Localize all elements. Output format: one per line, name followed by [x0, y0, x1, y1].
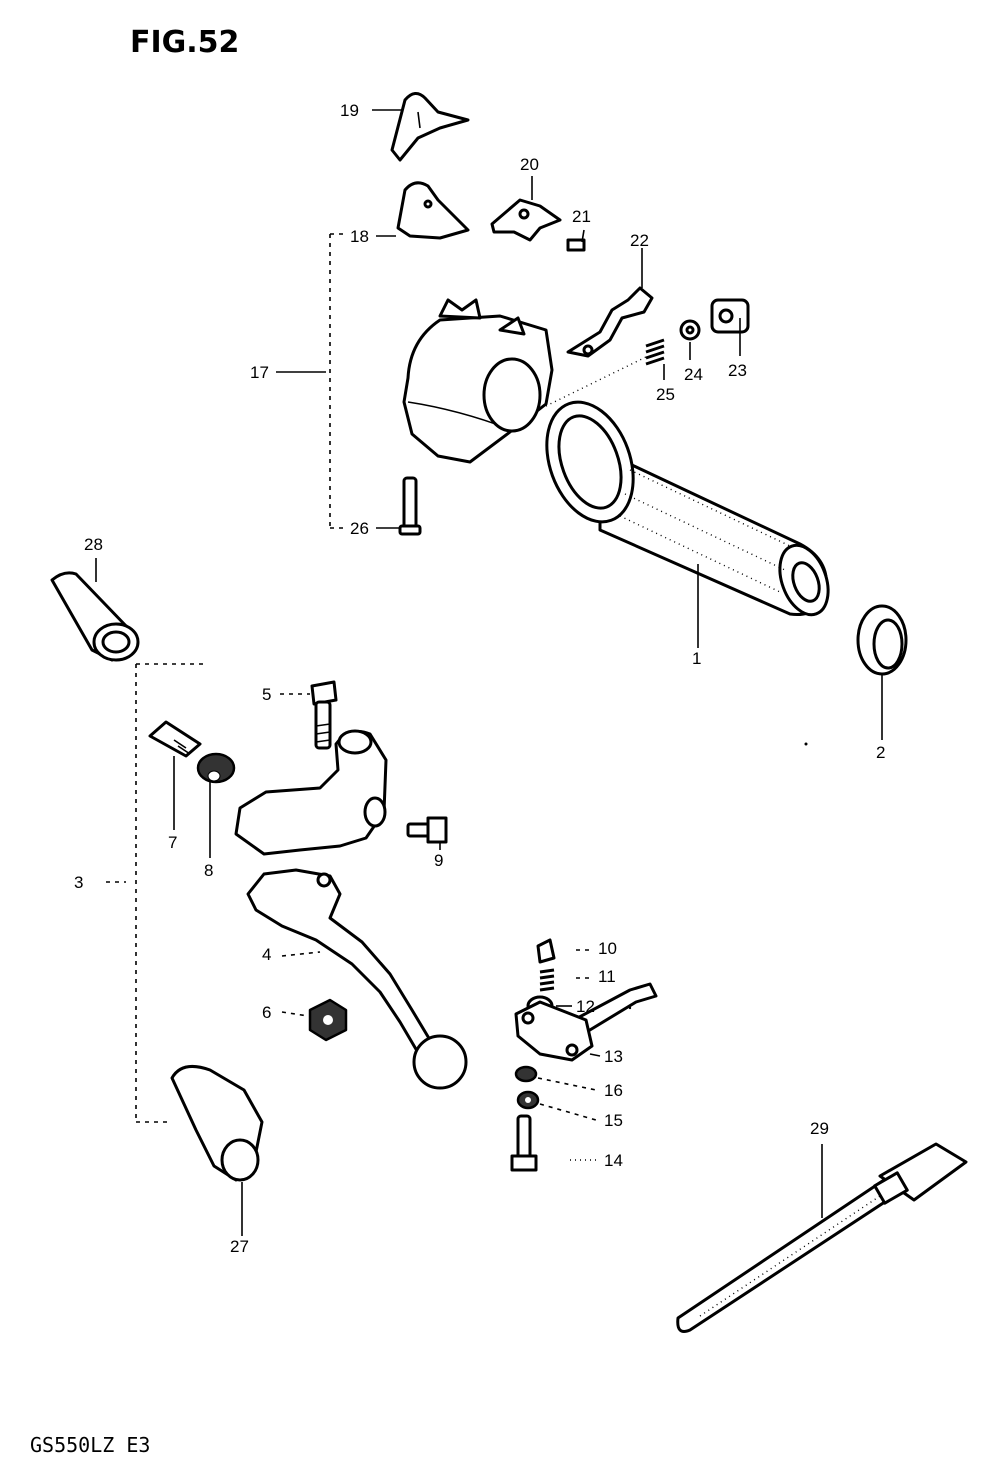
- figure-title: FIG.52: [130, 25, 239, 60]
- label-18: 18: [350, 227, 369, 246]
- speck: [804, 742, 808, 746]
- label-6: 6: [262, 1003, 271, 1022]
- label-23: 23: [728, 361, 747, 380]
- label-13: 13: [604, 1047, 623, 1066]
- part-20-knob: [490, 198, 562, 242]
- part-17-switch-housing: [402, 298, 554, 464]
- part-18-cover: [396, 181, 470, 240]
- part-10-grommet: [536, 938, 556, 964]
- part-8-adjuster: [196, 752, 236, 784]
- part-6-nut: [308, 998, 348, 1042]
- part-4-lever: [246, 868, 468, 1090]
- part-14-screw: [510, 1114, 538, 1172]
- label-24: 24: [684, 365, 703, 384]
- label-4: 4: [262, 945, 271, 964]
- part-1-grip: [545, 400, 830, 617]
- label-26: 26: [350, 519, 369, 538]
- label-16: 16: [604, 1081, 623, 1100]
- part-13-bracket: [514, 1000, 594, 1062]
- label-22: 22: [630, 231, 649, 250]
- label-1: 1: [692, 649, 701, 668]
- part-9-bolt: [406, 816, 448, 844]
- speck: [628, 1006, 632, 1010]
- label-10: 10: [598, 939, 617, 958]
- part-27-boot: [170, 1064, 264, 1182]
- part-19-cover: [390, 92, 470, 162]
- part-28-boot: [50, 571, 140, 662]
- part-16-washer: [514, 1065, 538, 1083]
- label-2: 2: [876, 743, 885, 762]
- label-5: 5: [262, 685, 271, 704]
- label-8: 8: [204, 861, 213, 880]
- part-5-bolt: [310, 680, 338, 750]
- part-2-end-cap: [856, 604, 908, 676]
- label-25: 25: [656, 385, 675, 404]
- part-29-cable-tie: [676, 1142, 968, 1333]
- part-25-spring: [645, 338, 665, 366]
- part-23-cap: [710, 298, 750, 334]
- leader-lines: [95, 109, 883, 1236]
- label-21: 21: [572, 207, 591, 226]
- label-28: 28: [84, 535, 103, 554]
- part-24-washer: [679, 319, 701, 341]
- model-code: GS550LZ E3: [30, 1433, 150, 1457]
- part-labels: 19 20 21 22 18 17 23 24 25 26 28 1 5 2 7…: [74, 101, 885, 1256]
- label-11: 11: [598, 967, 616, 986]
- part-11-spring: [539, 968, 555, 992]
- label-27: 27: [230, 1237, 249, 1256]
- part-lever-bracket: [234, 729, 388, 856]
- label-15: 15: [604, 1111, 623, 1130]
- label-20: 20: [520, 155, 539, 174]
- label-7: 7: [168, 833, 177, 852]
- label-17: 17: [250, 363, 269, 382]
- label-3: 3: [74, 873, 83, 892]
- label-12: 12: [576, 997, 595, 1016]
- part-7-screw: [148, 720, 202, 758]
- label-19: 19: [340, 101, 359, 120]
- label-9: 9: [434, 851, 443, 870]
- part-15-washer: [516, 1090, 540, 1110]
- label-14: 14: [604, 1151, 623, 1170]
- part-26-screw: [398, 476, 422, 536]
- part-22-lever: [566, 286, 654, 358]
- part-21-screw: [566, 238, 586, 252]
- label-29: 29: [810, 1119, 829, 1138]
